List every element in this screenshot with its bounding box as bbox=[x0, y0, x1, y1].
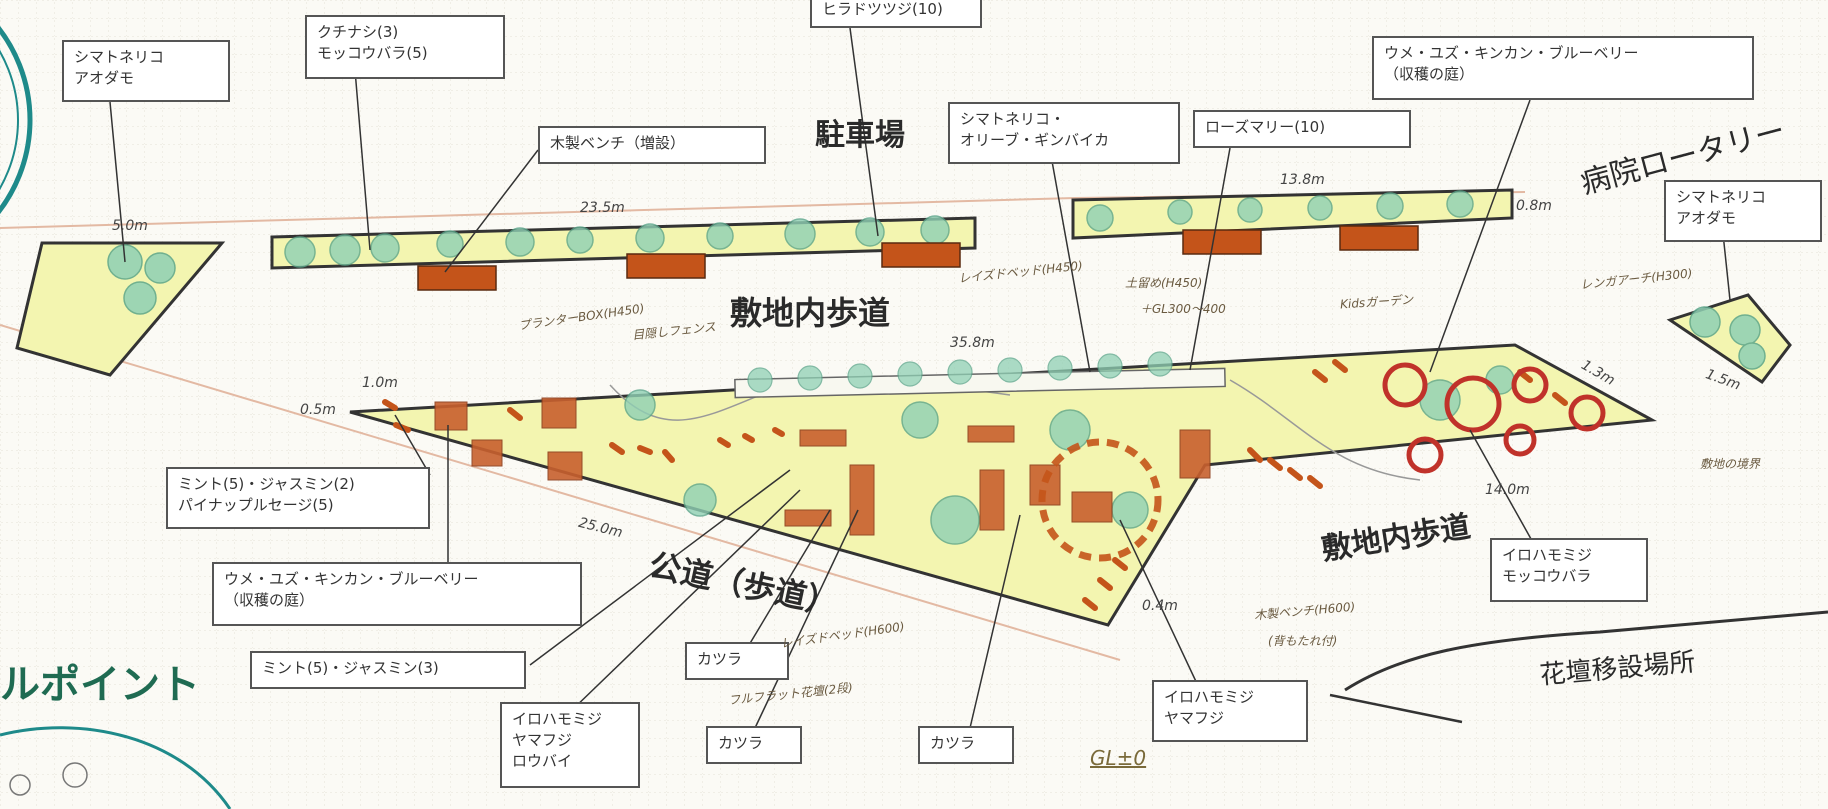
illustration-corner bbox=[0, 726, 232, 809]
road-line-lower bbox=[1329, 693, 1463, 724]
dim-main: 35.8m bbox=[950, 335, 995, 351]
callout-line: ミント(5)・ジャスミン(3) bbox=[262, 659, 439, 677]
callout-line: （収穫の庭） bbox=[1384, 65, 1475, 83]
benches-rotary bbox=[1182, 225, 1419, 255]
label-walkway-inner: 敷地内歩道 bbox=[730, 294, 891, 332]
callout-kuchinashi: クチナシ(3) モッコウバラ(5) bbox=[305, 15, 505, 79]
callout-mint-bottom: ミント(5)・ジャスミン(3) bbox=[250, 651, 526, 689]
benches-parking bbox=[417, 242, 961, 291]
callout-line: ヤマフジ bbox=[1164, 709, 1225, 727]
callout-hirado: ヒラドツツジ(10) bbox=[810, 0, 982, 28]
note-bench-sub: (背もたれ付) bbox=[1268, 634, 1338, 648]
trees-right bbox=[1689, 306, 1766, 370]
callout-olive: シマトネリコ・ オリーブ・ギンバイカ bbox=[948, 102, 1180, 164]
trees-left bbox=[107, 244, 176, 315]
callout-line: イロハモミジ bbox=[1502, 546, 1593, 564]
note-earth: 土留め(H450) bbox=[1125, 276, 1203, 290]
dim-small-b: 1.0m bbox=[362, 375, 398, 391]
dim-top-right-small: 0.8m bbox=[1516, 198, 1552, 214]
walkway-curve-2 bbox=[1229, 379, 1421, 481]
dim-left: 5.0m bbox=[112, 218, 148, 234]
callout-line: モッコウバラ bbox=[1502, 567, 1592, 585]
callout-line: ウメ・ユズ・キンカン・ブルーベリー bbox=[224, 570, 479, 588]
boundary-line-top bbox=[0, 197, 1076, 229]
callout-line: シマトネリコ bbox=[1676, 188, 1767, 206]
callout-line: アオダモ bbox=[1676, 209, 1737, 227]
note-gl-zero: GL±0 bbox=[1090, 746, 1147, 770]
callout-line: イロハモミジ bbox=[512, 710, 603, 728]
hedge-trees bbox=[747, 351, 1173, 393]
callout-line: カツラ bbox=[697, 650, 743, 668]
road-line bbox=[1344, 610, 1828, 692]
dim-bottom-right: 14.0m bbox=[1485, 482, 1530, 498]
callout-mint-left: ミント(5)・ジャスミン(2) パイナップルセージ(5) bbox=[166, 467, 430, 529]
callout-line: （収穫の庭） bbox=[224, 591, 315, 609]
trees-parking bbox=[284, 215, 950, 268]
decor-circle bbox=[0, 25, 33, 215]
callout-line: カツラ bbox=[718, 734, 764, 752]
dim-top-left: 23.5m bbox=[580, 200, 625, 216]
note-walkway-edge: 敷地の境界 bbox=[1700, 457, 1761, 471]
dim-small-c: 0.4m bbox=[1142, 598, 1178, 614]
callout-line: アオダモ bbox=[74, 69, 135, 87]
callout-line: パイナップルセージ(5) bbox=[178, 496, 334, 514]
flower-rings bbox=[1382, 362, 1606, 474]
brick-beds bbox=[434, 397, 1211, 536]
callout-bench: 木製ベンチ（増設） bbox=[538, 126, 766, 164]
callout-right-tree: シマトネリコ アオダモ bbox=[1664, 180, 1822, 242]
callout-line: ミント(5)・ジャスミン(2) bbox=[178, 475, 355, 493]
point-heading-partial: ルポイント bbox=[0, 662, 200, 708]
callout-line: ウメ・ユズ・キンカン・ブルーベリー bbox=[1384, 44, 1639, 62]
callout-iroha-left: イロハモミジ ヤマフジ ロウバイ bbox=[500, 702, 640, 788]
circle-path bbox=[1038, 438, 1162, 562]
callout-harvest-bottom: ウメ・ユズ・キンカン・ブルーベリー （収穫の庭） bbox=[212, 562, 582, 626]
callout-harvest-top: ウメ・ユズ・キンカン・ブルーベリー （収穫の庭） bbox=[1372, 36, 1754, 100]
callout-rosemary: ローズマリー(10) bbox=[1193, 110, 1411, 148]
callout-line: クチナシ(3) bbox=[317, 23, 399, 41]
decor-circle-inner bbox=[0, 49, 19, 191]
label-parking: 駐車場 bbox=[815, 118, 905, 153]
callout-katsura-2: カツラ bbox=[706, 726, 802, 764]
callout-line: ヤマフジ bbox=[512, 731, 573, 749]
callout-line: シマトネリコ・ bbox=[960, 110, 1066, 128]
callout-line: ローズマリー(10) bbox=[1205, 118, 1326, 136]
dim-small-a: 0.5m bbox=[300, 402, 336, 418]
boundary-line-bottom bbox=[0, 324, 1121, 661]
callout-katsura-1: カツラ bbox=[685, 642, 789, 680]
note-gl: ＋GL300〜400 bbox=[1140, 302, 1226, 316]
callout-line: シマトネリコ bbox=[74, 48, 165, 66]
dim-top-right: 13.8m bbox=[1280, 172, 1325, 188]
callout-topleft-tree: シマトネリコ アオダモ bbox=[62, 40, 230, 102]
callout-katsura-3: カツラ bbox=[918, 726, 1014, 764]
callout-line: オリーブ・ギンバイカ bbox=[960, 131, 1110, 149]
trees-rotary bbox=[1086, 190, 1474, 232]
callout-line: モッコウバラ(5) bbox=[317, 44, 428, 62]
callout-iroha-right: イロハモミジ モッコウバラ bbox=[1490, 538, 1648, 602]
callout-line: ロウバイ bbox=[512, 752, 573, 770]
callout-line: 木製ベンチ（増設） bbox=[550, 134, 686, 152]
callout-line: イロハモミジ bbox=[1164, 688, 1255, 706]
callout-line: ヒラドツツジ(10) bbox=[822, 0, 943, 18]
callout-line: カツラ bbox=[930, 734, 976, 752]
callout-iroha-mid: イロハモミジ ヤマフジ bbox=[1152, 680, 1308, 742]
